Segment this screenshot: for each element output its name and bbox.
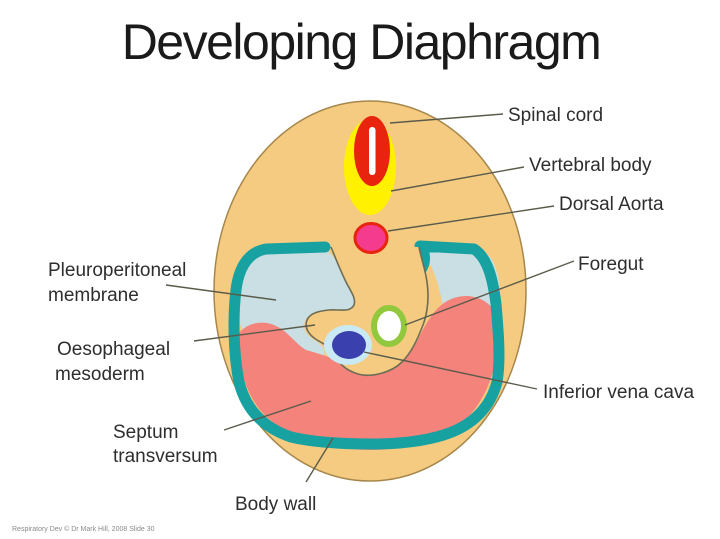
footer-credit: Respiratory Dev © Dr Mark Hill, 2008 Sli…	[12, 525, 155, 533]
foregut-tube	[371, 305, 407, 347]
label-pleuroperitoneal-line1: Pleuroperitoneal	[48, 260, 186, 281]
body-wall-teal-band	[228, 240, 505, 450]
label-body-wall: Body wall	[235, 494, 316, 515]
label-septum-line1: Septum	[113, 422, 178, 443]
label-septum-line2: transversum	[113, 446, 218, 467]
label-inferior-vena-cava: Inferior vena cava	[543, 382, 694, 403]
leader-line-dorsal-aorta	[387, 205, 555, 232]
leader-line-inferior-vena-cava	[363, 351, 538, 390]
label-spinal-cord: Spinal cord	[508, 105, 603, 126]
leader-line-vertebral-body	[390, 166, 525, 192]
inferior-vena-cava-vessel	[332, 331, 366, 359]
label-foregut: Foregut	[578, 254, 644, 275]
leader-line-oesophageal	[193, 324, 316, 342]
leader-line-foregut	[404, 260, 575, 326]
leader-lines	[165, 113, 575, 483]
label-oesophageal-line1: Oesophageal	[57, 339, 170, 360]
spinal-central-canal	[369, 127, 376, 175]
leader-line-spinal-cord	[389, 113, 504, 124]
dorsal-aorta-vessel	[353, 222, 389, 254]
label-dorsal-aorta: Dorsal Aorta	[559, 194, 664, 215]
leader-line-body-wall	[305, 437, 334, 483]
annotation-labels: Spinal cord Vertebral body Dorsal Aorta …	[48, 105, 694, 515]
label-pleuroperitoneal-line2: membrane	[48, 285, 139, 306]
label-vertebral-body: Vertebral body	[529, 155, 652, 176]
page-title: Developing Diaphragm	[122, 14, 601, 70]
leader-line-pleuroperitoneal	[165, 284, 277, 301]
leader-line-septum	[223, 400, 312, 431]
label-oesophageal-line2: mesoderm	[55, 364, 145, 385]
